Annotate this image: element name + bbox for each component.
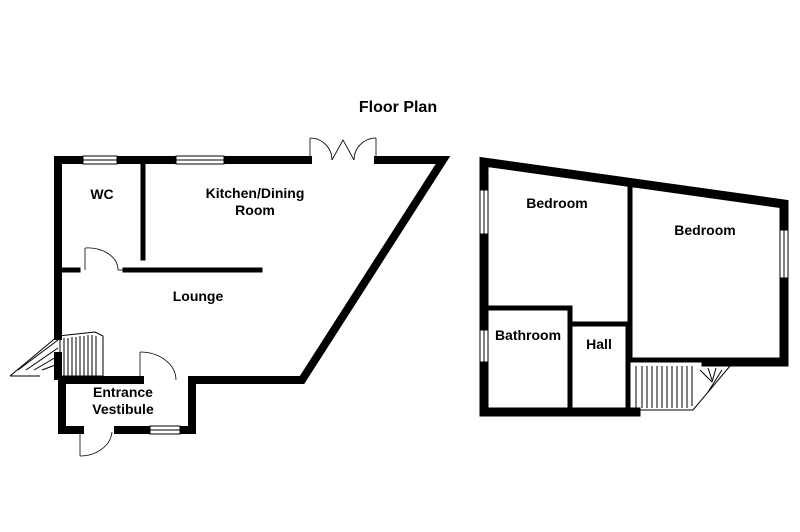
room-label-kitchen-line2: Room: [235, 202, 275, 218]
room-label-hall: Hall: [586, 336, 612, 352]
room-label-entrance-line1: Entrance: [93, 384, 153, 400]
wc-door: [84, 247, 125, 271]
room-label-bedroom-1: Bedroom: [526, 195, 587, 211]
ground-floor: WC Kitchen/Dining Room Lounge Entrance V…: [9, 137, 451, 457]
first-floor-staircase: [635, 365, 731, 411]
room-label-kitchen-line1: Kitchen/Dining: [206, 185, 305, 201]
first-floor-outer-wall: [479, 156, 789, 417]
ground-floor-outer-wall: [54, 156, 312, 340]
slanted-wall-door: [367, 264, 373, 273]
vestibule-inner-door: [139, 351, 177, 381]
hall-walls: [567, 321, 631, 411]
first-floor: Bedroom Bedroom Bathroom Hall: [479, 156, 789, 417]
room-label-bedroom-2: Bedroom: [674, 222, 735, 238]
front-door: [79, 430, 113, 457]
ground-floor-outer-wall-east: [188, 156, 451, 384]
ground-floor-staircase: [9, 331, 104, 377]
french-doors: [309, 137, 377, 161]
room-label-wc: WC: [90, 186, 113, 202]
room-label-bathroom: Bathroom: [495, 327, 561, 343]
plan-title: Floor Plan: [359, 99, 437, 116]
room-label-lounge: Lounge: [173, 288, 224, 304]
room-label-entrance-line2: Vestibule: [92, 401, 154, 417]
vestibule-wall: [58, 376, 196, 434]
bedroom1-bottom-wall: [485, 305, 573, 411]
